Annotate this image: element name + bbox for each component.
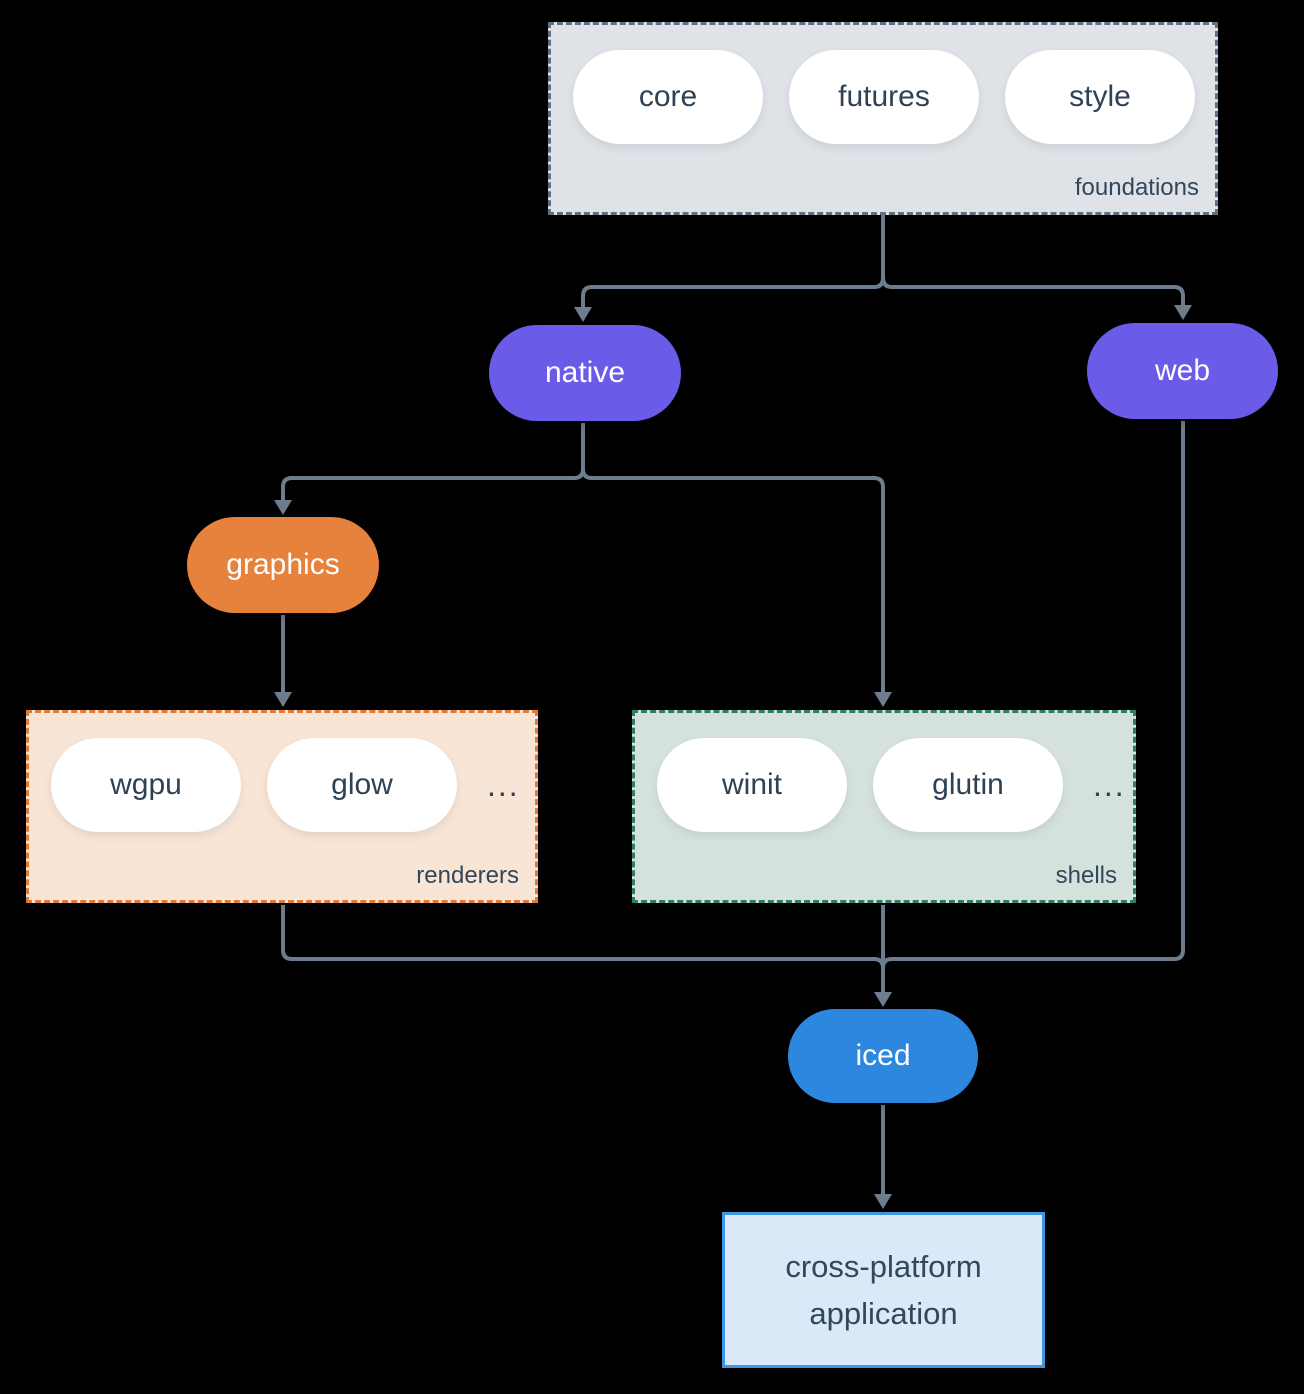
node-style: style [1005,50,1195,144]
arrowhead-shells [874,692,892,707]
node-iced: iced [788,1009,978,1103]
renderers-pill-row: wgpu glow ... [29,713,535,832]
arrowhead-graphics [274,500,292,515]
arrowhead-renderers [274,692,292,707]
arrowhead-application [874,1194,892,1209]
edge-native-graphics [281,423,585,500]
application-label-line1: cross-platform [785,1249,982,1284]
group-shells-label: shells [1055,862,1117,889]
node-native: native [489,325,681,421]
arrowhead-native [574,307,592,322]
shells-pill-row: winit glutin ... [635,713,1133,832]
node-wgpu: wgpu [51,738,241,832]
node-glow: glow [267,738,457,832]
application-label-line2: application [809,1296,958,1331]
renderers-ellipsis: ... [487,766,520,803]
node-winit: winit [657,738,847,832]
edge-renderers-iced [281,905,885,973]
node-cross-platform-application: cross-platform application [722,1212,1045,1368]
group-renderers-label: renderers [416,862,519,889]
node-core: core [573,50,763,144]
arrowhead-web [1174,305,1192,320]
shells-ellipsis: ... [1093,766,1126,803]
node-web: web [1087,323,1278,419]
group-shells: winit glutin ... shells [632,710,1136,903]
group-foundations-label: foundations [1074,174,1199,201]
edge-native-shells [581,423,885,692]
node-graphics: graphics [187,517,379,613]
arrowhead-iced [874,992,892,1007]
node-futures: futures [789,50,979,144]
group-renderers: wgpu glow ... renderers [26,710,538,903]
edge-foundations-web [881,215,1185,305]
foundations-pill-row: core futures style [551,25,1215,144]
edge-foundations-native [581,215,885,307]
group-foundations: core futures style foundations [548,22,1218,215]
node-glutin: glutin [873,738,1063,832]
